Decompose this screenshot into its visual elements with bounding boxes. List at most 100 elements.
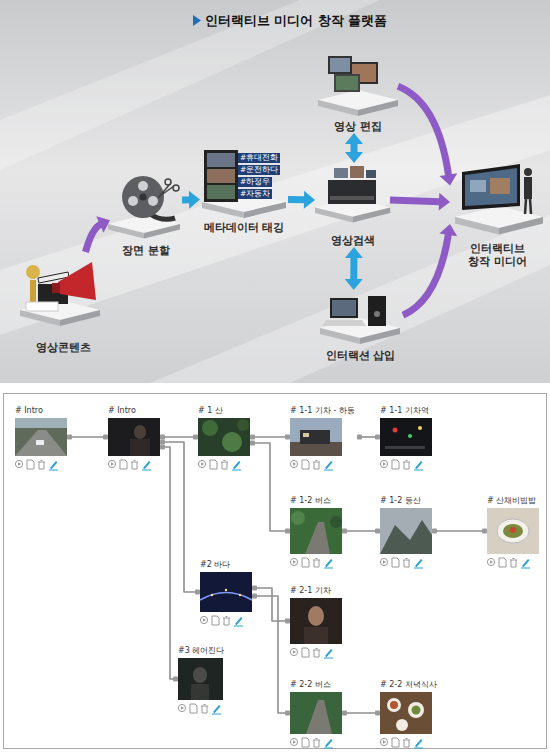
arrow-head xyxy=(439,224,457,236)
media-icon xyxy=(524,177,532,199)
output-port xyxy=(160,445,165,450)
stage-label: 장면 분할 xyxy=(122,244,170,257)
scene-node: # 1-1 기차역 xyxy=(380,405,432,456)
reel-icon xyxy=(158,184,174,198)
thumbnail-tools xyxy=(178,704,221,714)
scene-thumbnails xyxy=(211,594,213,596)
scene-thumbnails xyxy=(385,446,425,449)
scene-link xyxy=(252,594,290,716)
arrow-head xyxy=(96,216,110,233)
arrow-shaft xyxy=(288,196,305,203)
scene-thumbnails xyxy=(15,418,539,734)
scene-thumbnails xyxy=(178,658,223,700)
scene-link xyxy=(342,529,380,534)
input-port xyxy=(375,711,380,716)
edit-icon xyxy=(330,58,350,72)
scene-node: # 2-2 버스 xyxy=(290,679,342,734)
stage-label: 영상검색 xyxy=(331,234,375,247)
media-icon xyxy=(465,168,517,206)
content-icon xyxy=(52,283,60,293)
interaction-icon xyxy=(374,311,380,317)
scene-node: # 2-2 저녁식사 xyxy=(380,679,439,734)
flow-arrow xyxy=(86,216,111,252)
media-icon xyxy=(524,168,532,176)
edit-icon xyxy=(318,56,398,116)
arrow-head xyxy=(345,152,363,163)
input-port xyxy=(195,590,200,595)
flow-arrow xyxy=(288,191,315,209)
thumbnail-tools xyxy=(290,648,333,658)
media-icon xyxy=(470,180,486,192)
reel-icon xyxy=(148,196,158,206)
scene-thumbnails xyxy=(487,508,539,554)
input-port xyxy=(285,619,290,624)
scene-thumbnails xyxy=(225,589,227,591)
scene-thumbnails xyxy=(15,418,67,428)
scene-thumbnails xyxy=(237,419,249,431)
search-icon xyxy=(350,166,364,178)
thumbnail-tools xyxy=(290,558,333,568)
thumbnail-tools xyxy=(108,460,151,470)
search-icon xyxy=(330,196,374,200)
scene-thumbnails xyxy=(239,594,241,596)
thumbnail-tools xyxy=(198,460,241,470)
thumbnail-tools xyxy=(15,460,58,470)
thumbnail-tools xyxy=(290,460,333,470)
tagging-icon xyxy=(207,153,235,167)
scene-label: # 1-1 기차역 xyxy=(380,405,429,417)
content-icon xyxy=(58,262,96,300)
scene-thumbnails xyxy=(330,516,342,528)
scene-thumbnails xyxy=(290,598,342,644)
scene-label: # Intro xyxy=(15,405,43,417)
flow-arrow xyxy=(398,86,457,185)
link-line xyxy=(252,588,290,621)
thumbnail-tools xyxy=(15,460,530,748)
tagging-icon xyxy=(204,150,238,202)
output-port xyxy=(357,435,362,440)
stage-label: 영상콘텐츠 xyxy=(36,341,91,354)
scene-link xyxy=(67,435,108,440)
interaction-icon xyxy=(320,318,400,344)
diagram-title: 인터랙티브 미디어 창작 플랫폼 xyxy=(205,13,387,29)
keyword-tag: #휴대전화 xyxy=(238,153,280,163)
tagging-icon xyxy=(202,150,286,218)
process-stage: 인터랙티브 창작 미디어 xyxy=(450,158,545,268)
search-icon xyxy=(328,180,376,204)
input-port xyxy=(375,435,380,440)
scene-thumbnails xyxy=(200,572,252,612)
scene-node: #2 바다 xyxy=(200,559,252,612)
scene-node: #3 헤어진다 xyxy=(178,645,227,700)
arrow-head xyxy=(189,191,200,209)
scene-thumbnails xyxy=(408,702,424,718)
reel-icon xyxy=(108,215,180,238)
top-panel xyxy=(0,0,550,383)
scene-node: # 산채비빔밥 xyxy=(487,495,539,554)
arrow-head xyxy=(440,173,458,185)
search-icon xyxy=(315,166,390,222)
keyword-tag: #하정우 xyxy=(238,177,272,187)
scene-label: #3 헤어진다 xyxy=(178,645,224,657)
search-icon xyxy=(366,170,376,178)
scene-label: # 1-1 기차 - 하동 xyxy=(290,405,355,417)
stage-label: 메타데이터 태깅 xyxy=(204,221,285,234)
input-port xyxy=(482,529,487,534)
link-line xyxy=(250,436,290,438)
thumbnail-tools xyxy=(380,738,423,748)
content-icon xyxy=(26,302,58,311)
interaction-icon xyxy=(332,300,356,316)
scene-thumbnails xyxy=(222,432,242,452)
scene-thumbnails xyxy=(15,418,67,456)
scene-thumbnails xyxy=(193,667,207,683)
flow-arrow xyxy=(345,133,363,163)
flow-arrow xyxy=(390,193,450,211)
scene-label: # 2-1 기차 xyxy=(290,585,331,597)
top-panel xyxy=(150,215,550,383)
scene-label: #2 바다 xyxy=(200,559,230,571)
input-port xyxy=(103,435,108,440)
scene-thumbnails xyxy=(290,692,342,734)
scene-thumbnails xyxy=(380,692,432,734)
arrow-shaft xyxy=(351,143,358,153)
